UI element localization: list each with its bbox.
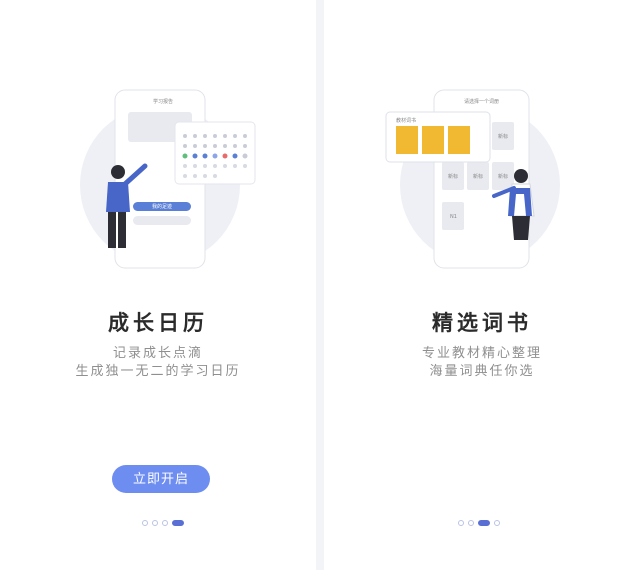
popup-title: 教材词书 bbox=[396, 117, 416, 124]
page-dot[interactable] bbox=[494, 520, 500, 526]
book-label: 新标 bbox=[498, 133, 508, 140]
growth-calendar-illustration: 学习报告 我的足迹 bbox=[80, 89, 256, 269]
book-label: 新标 bbox=[448, 173, 458, 180]
onboarding-page-selected-books: 请选择一个词册 新标 新标 新标 新标 N1 教材词书 精选词书 专业教材精心整… bbox=[324, 0, 640, 570]
page-dot[interactable] bbox=[152, 520, 158, 526]
page-indicator bbox=[458, 519, 500, 527]
page-dot-active[interactable] bbox=[172, 520, 184, 526]
onboarding-page-growth-calendar: 学习报告 我的足迹 成长日历 记录成长点滴 生成独一无二的学习日历 立即开启 bbox=[0, 0, 316, 570]
page-title: 精选词书 bbox=[432, 311, 532, 335]
page-title: 成长日历 bbox=[108, 311, 208, 335]
page-subtitle-line1: 记录成长点滴 bbox=[112, 346, 203, 361]
page-dot[interactable] bbox=[162, 520, 168, 526]
phone-header-text: 请选择一个词册 bbox=[464, 98, 499, 105]
page-subtitle-line1: 专业教材精心整理 bbox=[421, 346, 542, 361]
phone-button-text: 我的足迹 bbox=[152, 203, 172, 210]
page-indicator bbox=[142, 519, 184, 527]
book-label: 新标 bbox=[498, 173, 508, 180]
book-label: N1 bbox=[450, 214, 457, 220]
page-dot[interactable] bbox=[142, 520, 148, 526]
page-dot[interactable] bbox=[458, 520, 464, 526]
selected-books-illustration: 请选择一个词册 新标 新标 新标 新标 N1 教材词书 bbox=[385, 89, 560, 269]
start-now-button[interactable]: 立即开启 bbox=[112, 465, 210, 493]
page-subtitle-line2: 海量词典任你选 bbox=[429, 364, 535, 379]
phone-header-text: 学习报告 bbox=[153, 98, 173, 105]
page-subtitle-line2: 生成独一无二的学习日历 bbox=[75, 364, 241, 379]
page-dot-active[interactable] bbox=[478, 520, 490, 526]
book-label: 新标 bbox=[473, 173, 483, 180]
page-dot[interactable] bbox=[468, 520, 474, 526]
